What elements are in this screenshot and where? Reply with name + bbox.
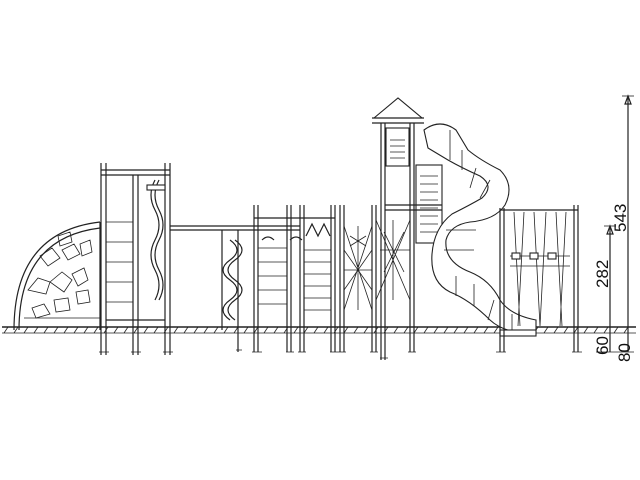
climbing-dome	[13, 221, 101, 331]
ladder-tower	[100, 163, 171, 355]
ground-offset-80-dimension: 80	[615, 343, 634, 362]
ground-offset-60-dimension: 60	[593, 336, 612, 355]
ground	[2, 326, 636, 334]
main-tower	[372, 97, 443, 360]
deck-height-dimension: 282	[593, 260, 612, 288]
dimension-lines	[596, 94, 634, 353]
total-height-dimension: 543	[611, 204, 630, 232]
monkey-bars	[170, 225, 300, 231]
net-climber	[339, 205, 411, 352]
middle-ladder-module	[253, 205, 336, 352]
post-foundations	[99, 349, 582, 359]
snake-climber	[221, 230, 243, 352]
rope-bridge	[499, 205, 579, 352]
